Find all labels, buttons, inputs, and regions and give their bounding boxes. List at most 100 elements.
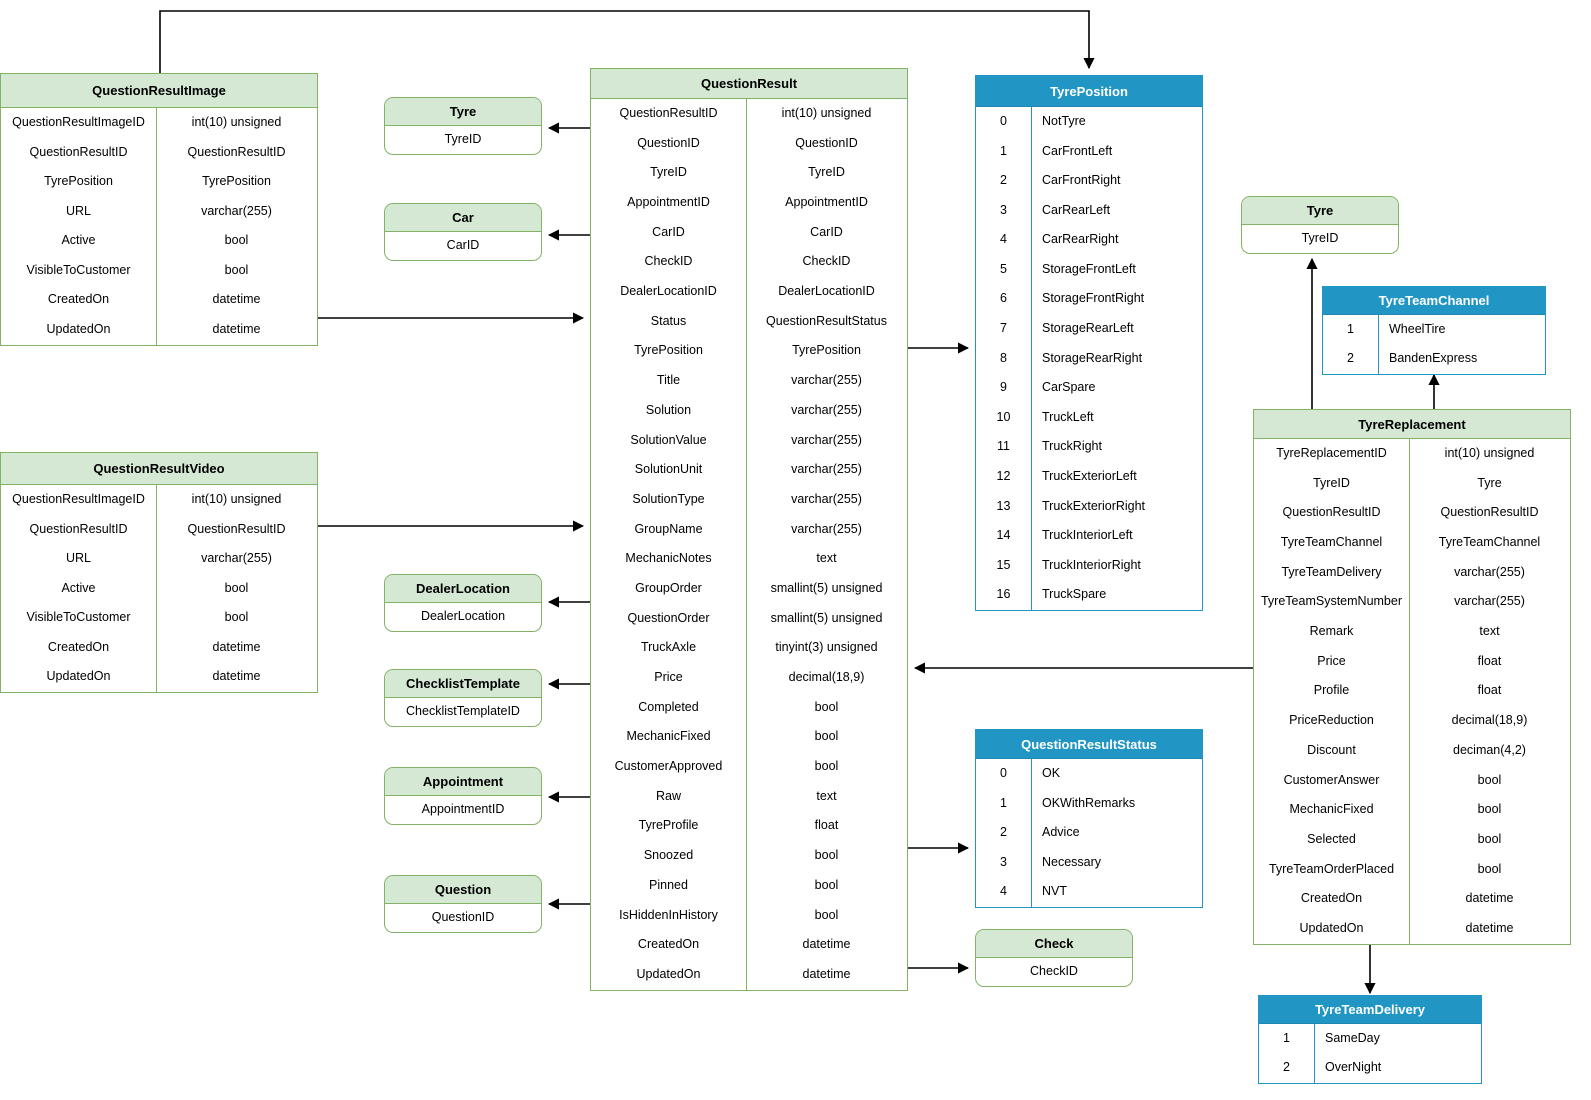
table-row[interactable]: DealerLocation: [385, 603, 541, 631]
table-row[interactable]: QuestionID: [385, 904, 541, 932]
table-row[interactable]: ChecklistTemplateID: [385, 698, 541, 726]
table-row[interactable]: CheckID: [976, 958, 1132, 986]
table-row[interactable]: TyreID: [385, 126, 541, 154]
table-row[interactable]: CarID: [385, 232, 541, 260]
table-row[interactable]: AppointmentID: [385, 796, 541, 824]
